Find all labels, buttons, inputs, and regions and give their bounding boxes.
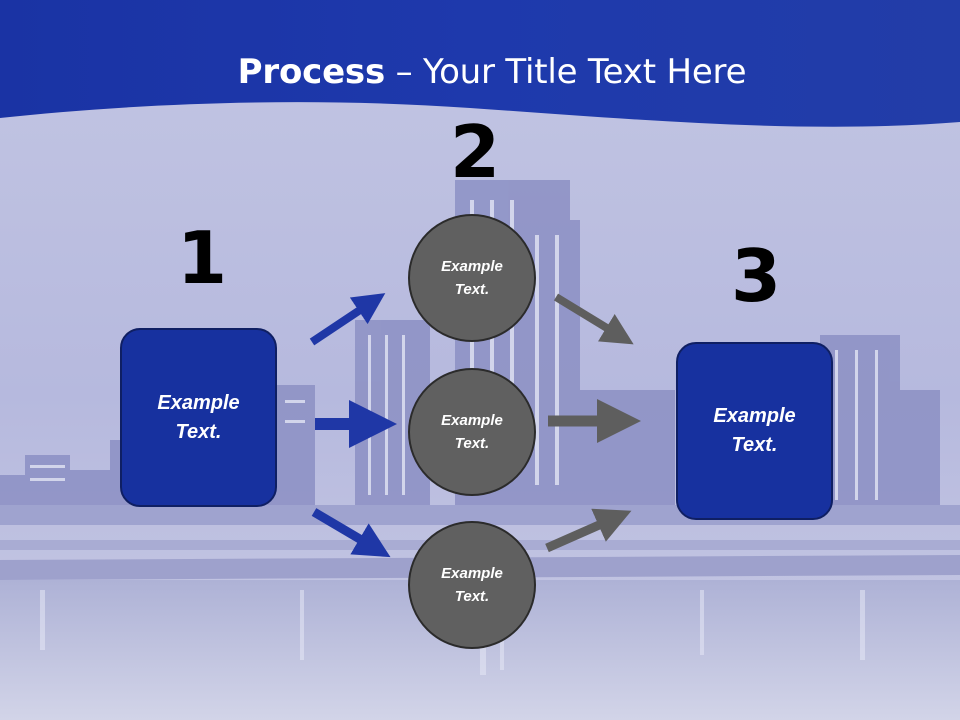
right-box-line-1: Example <box>713 405 796 427</box>
step-number-2: 2 <box>450 110 501 194</box>
arrow-to-circle-1 <box>309 293 386 346</box>
title-rest-part: Your Title Text Here <box>423 52 747 92</box>
arrow-from-circle-3 <box>545 508 632 553</box>
circle-bottom-line-2: Text. <box>454 588 490 605</box>
title-bold-part: Process <box>237 52 386 92</box>
step-number-3: 3 <box>731 234 782 318</box>
circle-bottom-line-1: Example <box>441 565 503 582</box>
left-box-line-2: Text. <box>175 420 222 443</box>
circle-step-top[interactable]: Example Text. <box>408 214 536 342</box>
circle-step-bottom[interactable]: Example Text. <box>408 521 536 649</box>
circle-top-line-1: Example <box>441 258 503 275</box>
title-separator: – <box>385 52 424 92</box>
left-process-box[interactable]: Example Text. <box>120 328 277 507</box>
circle-middle-line-1: Example <box>441 412 503 429</box>
right-process-box[interactable]: Example Text. <box>676 342 833 520</box>
arrow-to-circle-3 <box>311 508 391 558</box>
arrow-from-circle-1 <box>553 293 634 345</box>
left-box-line-1: Example <box>157 391 240 414</box>
step-number-1: 1 <box>177 216 228 300</box>
circle-middle-line-2: Text. <box>454 435 490 452</box>
circle-top-line-2: Text. <box>454 281 490 298</box>
circle-step-middle[interactable]: Example Text. <box>408 368 536 496</box>
slide-title: Process – Your Title Text Here <box>0 52 960 92</box>
header-band <box>0 0 960 127</box>
right-box-line-2: Text. <box>731 434 778 456</box>
